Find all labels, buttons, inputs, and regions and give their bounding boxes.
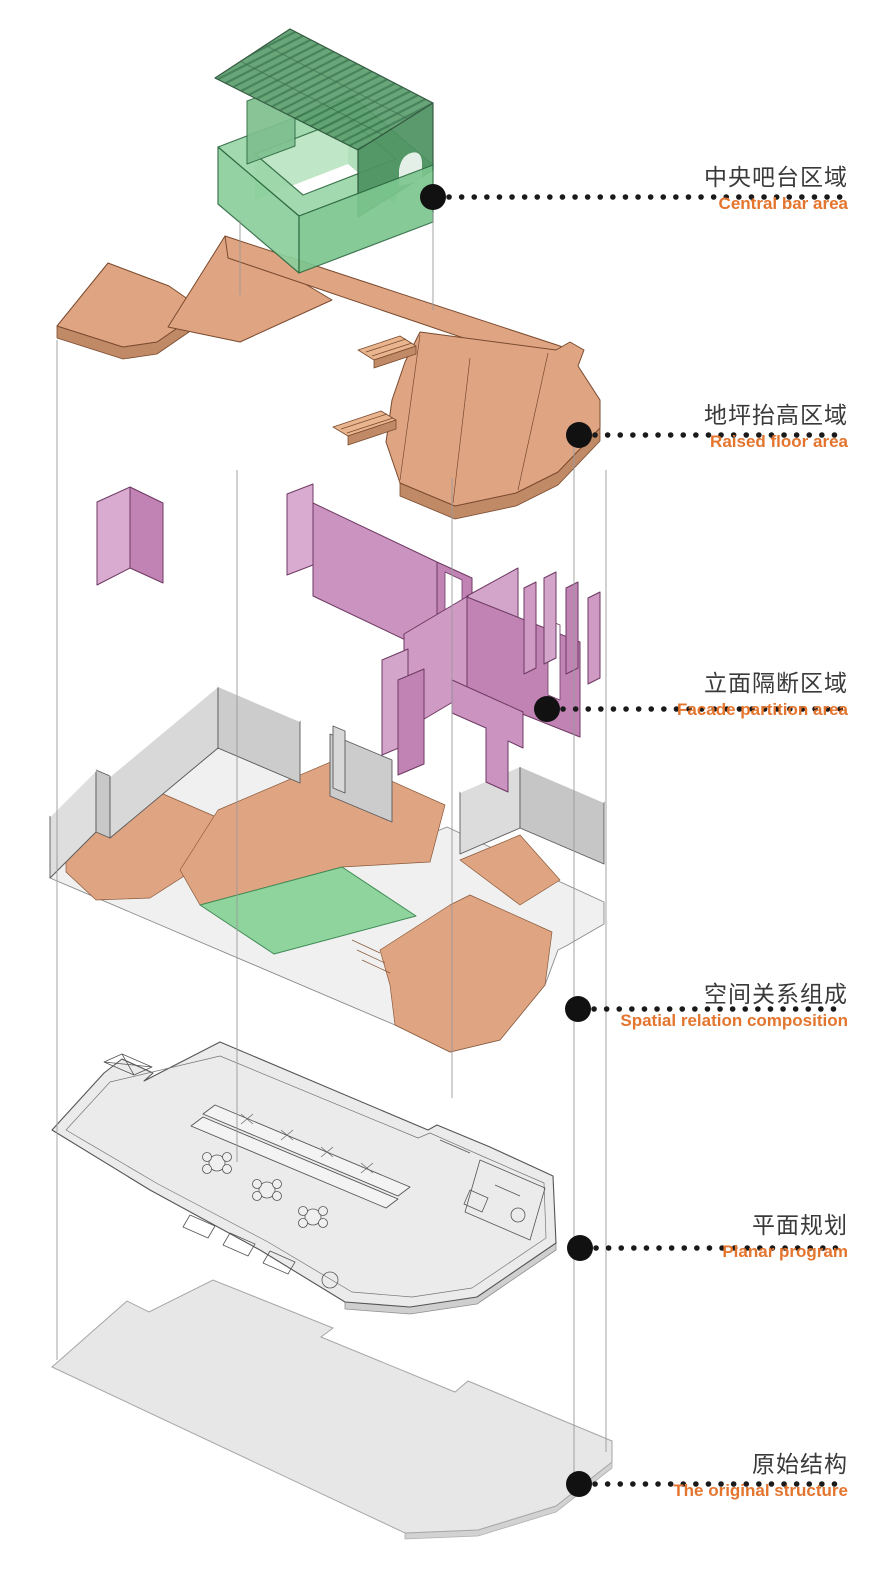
callout-zh-label: 地坪抬高区域 bbox=[704, 402, 848, 428]
callout-dots bbox=[420, 184, 593, 1497]
plan-right-rooms bbox=[439, 1139, 546, 1241]
callout-zh-label: 中央吧台区域 bbox=[704, 164, 848, 190]
composition-walls bbox=[49, 685, 605, 879]
callout-dot-central-bar bbox=[420, 184, 446, 210]
callout-original-structure: 原始结构 The original structure bbox=[673, 1451, 848, 1501]
callout-dot-original bbox=[566, 1471, 592, 1497]
callout-zh-label: 原始结构 bbox=[752, 1451, 848, 1477]
layer-raised-floor-plate bbox=[56, 235, 601, 520]
callout-en-label: Spatial relation composition bbox=[620, 1011, 848, 1030]
callout-en-label: Raised floor area bbox=[710, 432, 848, 451]
callout-zh-label: 立面隔断区域 bbox=[704, 670, 848, 696]
bar-canopy bbox=[214, 28, 434, 218]
callout-en-label: Central bar area bbox=[718, 194, 848, 213]
callout-dot-raised-floor bbox=[566, 422, 592, 448]
plan-table-clusters bbox=[202, 1152, 328, 1228]
plan-bar-counter bbox=[190, 1104, 411, 1209]
callout-raised-floor-area: 地坪抬高区域 Raised floor area bbox=[704, 402, 848, 452]
composition-stairs bbox=[351, 939, 391, 974]
callout-leaders bbox=[446, 194, 849, 1487]
composition-bar-zone bbox=[199, 866, 417, 955]
layer-central-bar-structure bbox=[214, 28, 434, 274]
callout-en-label: Planar program bbox=[722, 1242, 848, 1261]
guide-lines bbox=[56, 212, 607, 1482]
callout-en-label: The original structure bbox=[673, 1481, 848, 1500]
callout-spatial-relation-composition: 空间关系组成 Spatial relation composition bbox=[620, 981, 848, 1031]
callout-en-label: Facade partition area bbox=[676, 700, 848, 719]
layer-spatial-composition bbox=[49, 685, 605, 1053]
callout-facade-partition-area: 立面隔断区域 Facade partition area bbox=[677, 670, 848, 720]
layer-planar-program bbox=[51, 1041, 557, 1315]
callout-dot-planar bbox=[567, 1235, 593, 1261]
callout-dot-facade bbox=[534, 696, 560, 722]
raised-floor-stairs bbox=[332, 335, 417, 446]
plan-left-wing bbox=[103, 1053, 153, 1076]
callout-zh-label: 平面规划 bbox=[752, 1212, 848, 1238]
plan-booths bbox=[182, 1214, 339, 1289]
callout-zh-label: 空间关系组成 bbox=[704, 981, 848, 1007]
callout-dot-spatial bbox=[565, 996, 591, 1022]
callout-planar-program: 平面规划 Planar program bbox=[722, 1212, 848, 1262]
plan-bar-hatch bbox=[240, 1113, 374, 1174]
layer-original-structure-slab bbox=[51, 1279, 613, 1540]
callout-central-bar-area: 中央吧台区域 Central bar area bbox=[704, 164, 848, 214]
